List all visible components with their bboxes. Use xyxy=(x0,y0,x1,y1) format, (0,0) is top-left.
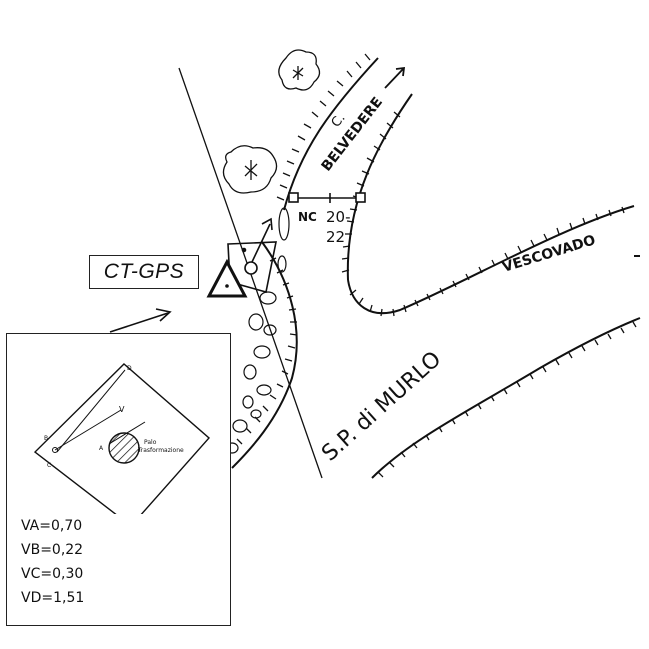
house-number-top: 20- xyxy=(326,208,351,226)
value-row-a: VA=0,70 xyxy=(21,518,83,534)
inset-pole-label-1: Palo xyxy=(144,439,157,446)
pointer-arrow xyxy=(109,308,172,333)
house-number-bottom: 22 xyxy=(326,228,345,246)
value-row-d: VD=1,51 xyxy=(21,590,85,606)
road-belvedere xyxy=(283,57,413,281)
inset-diagram: D B C A V Palo Trasformazione xyxy=(33,363,210,514)
inset-vector-a xyxy=(108,421,146,445)
inset-corner-c: C xyxy=(47,462,51,469)
inset-corner-b: B xyxy=(44,435,48,442)
direction-arrow xyxy=(384,66,406,89)
road-hatching xyxy=(349,206,637,478)
inset-corner-d: D xyxy=(127,365,132,372)
inset-pole xyxy=(108,432,140,464)
shrub-cluster xyxy=(225,207,290,454)
value-row-b: VB=0,22 xyxy=(21,542,84,558)
inset-vector-label: V xyxy=(119,405,125,414)
warning-triangle-icon xyxy=(206,258,248,298)
inset-vector-v xyxy=(54,409,122,451)
inset-detail-panel: D B C A V Palo Trasformazione VA=0,70 VB… xyxy=(6,333,231,626)
voltage-values: VA=0,70 VB=0,22 VC=0,30 VD=1,51 xyxy=(21,514,84,610)
road-label-belvedere: BELVEDERE xyxy=(319,94,386,174)
nc-label: NC xyxy=(298,210,317,224)
gps-marker-label: CT-GPS xyxy=(89,255,199,289)
inset-diagonal xyxy=(56,369,126,453)
nc-boundary xyxy=(288,192,366,203)
road-vescovado xyxy=(347,205,641,479)
inset-point xyxy=(52,447,58,453)
tree-icon xyxy=(222,145,278,194)
inset-square xyxy=(33,363,210,514)
value-row-c: VC=0,30 xyxy=(21,566,84,582)
road-label-murlo: S.P. di MURLO xyxy=(317,347,446,467)
road-hatching xyxy=(276,53,401,273)
inset-corner-a: A xyxy=(99,445,104,452)
inset-pole-label-2: Trasformazione xyxy=(137,447,184,454)
road-murlo-edge xyxy=(231,241,298,469)
tree-icon xyxy=(278,49,321,91)
